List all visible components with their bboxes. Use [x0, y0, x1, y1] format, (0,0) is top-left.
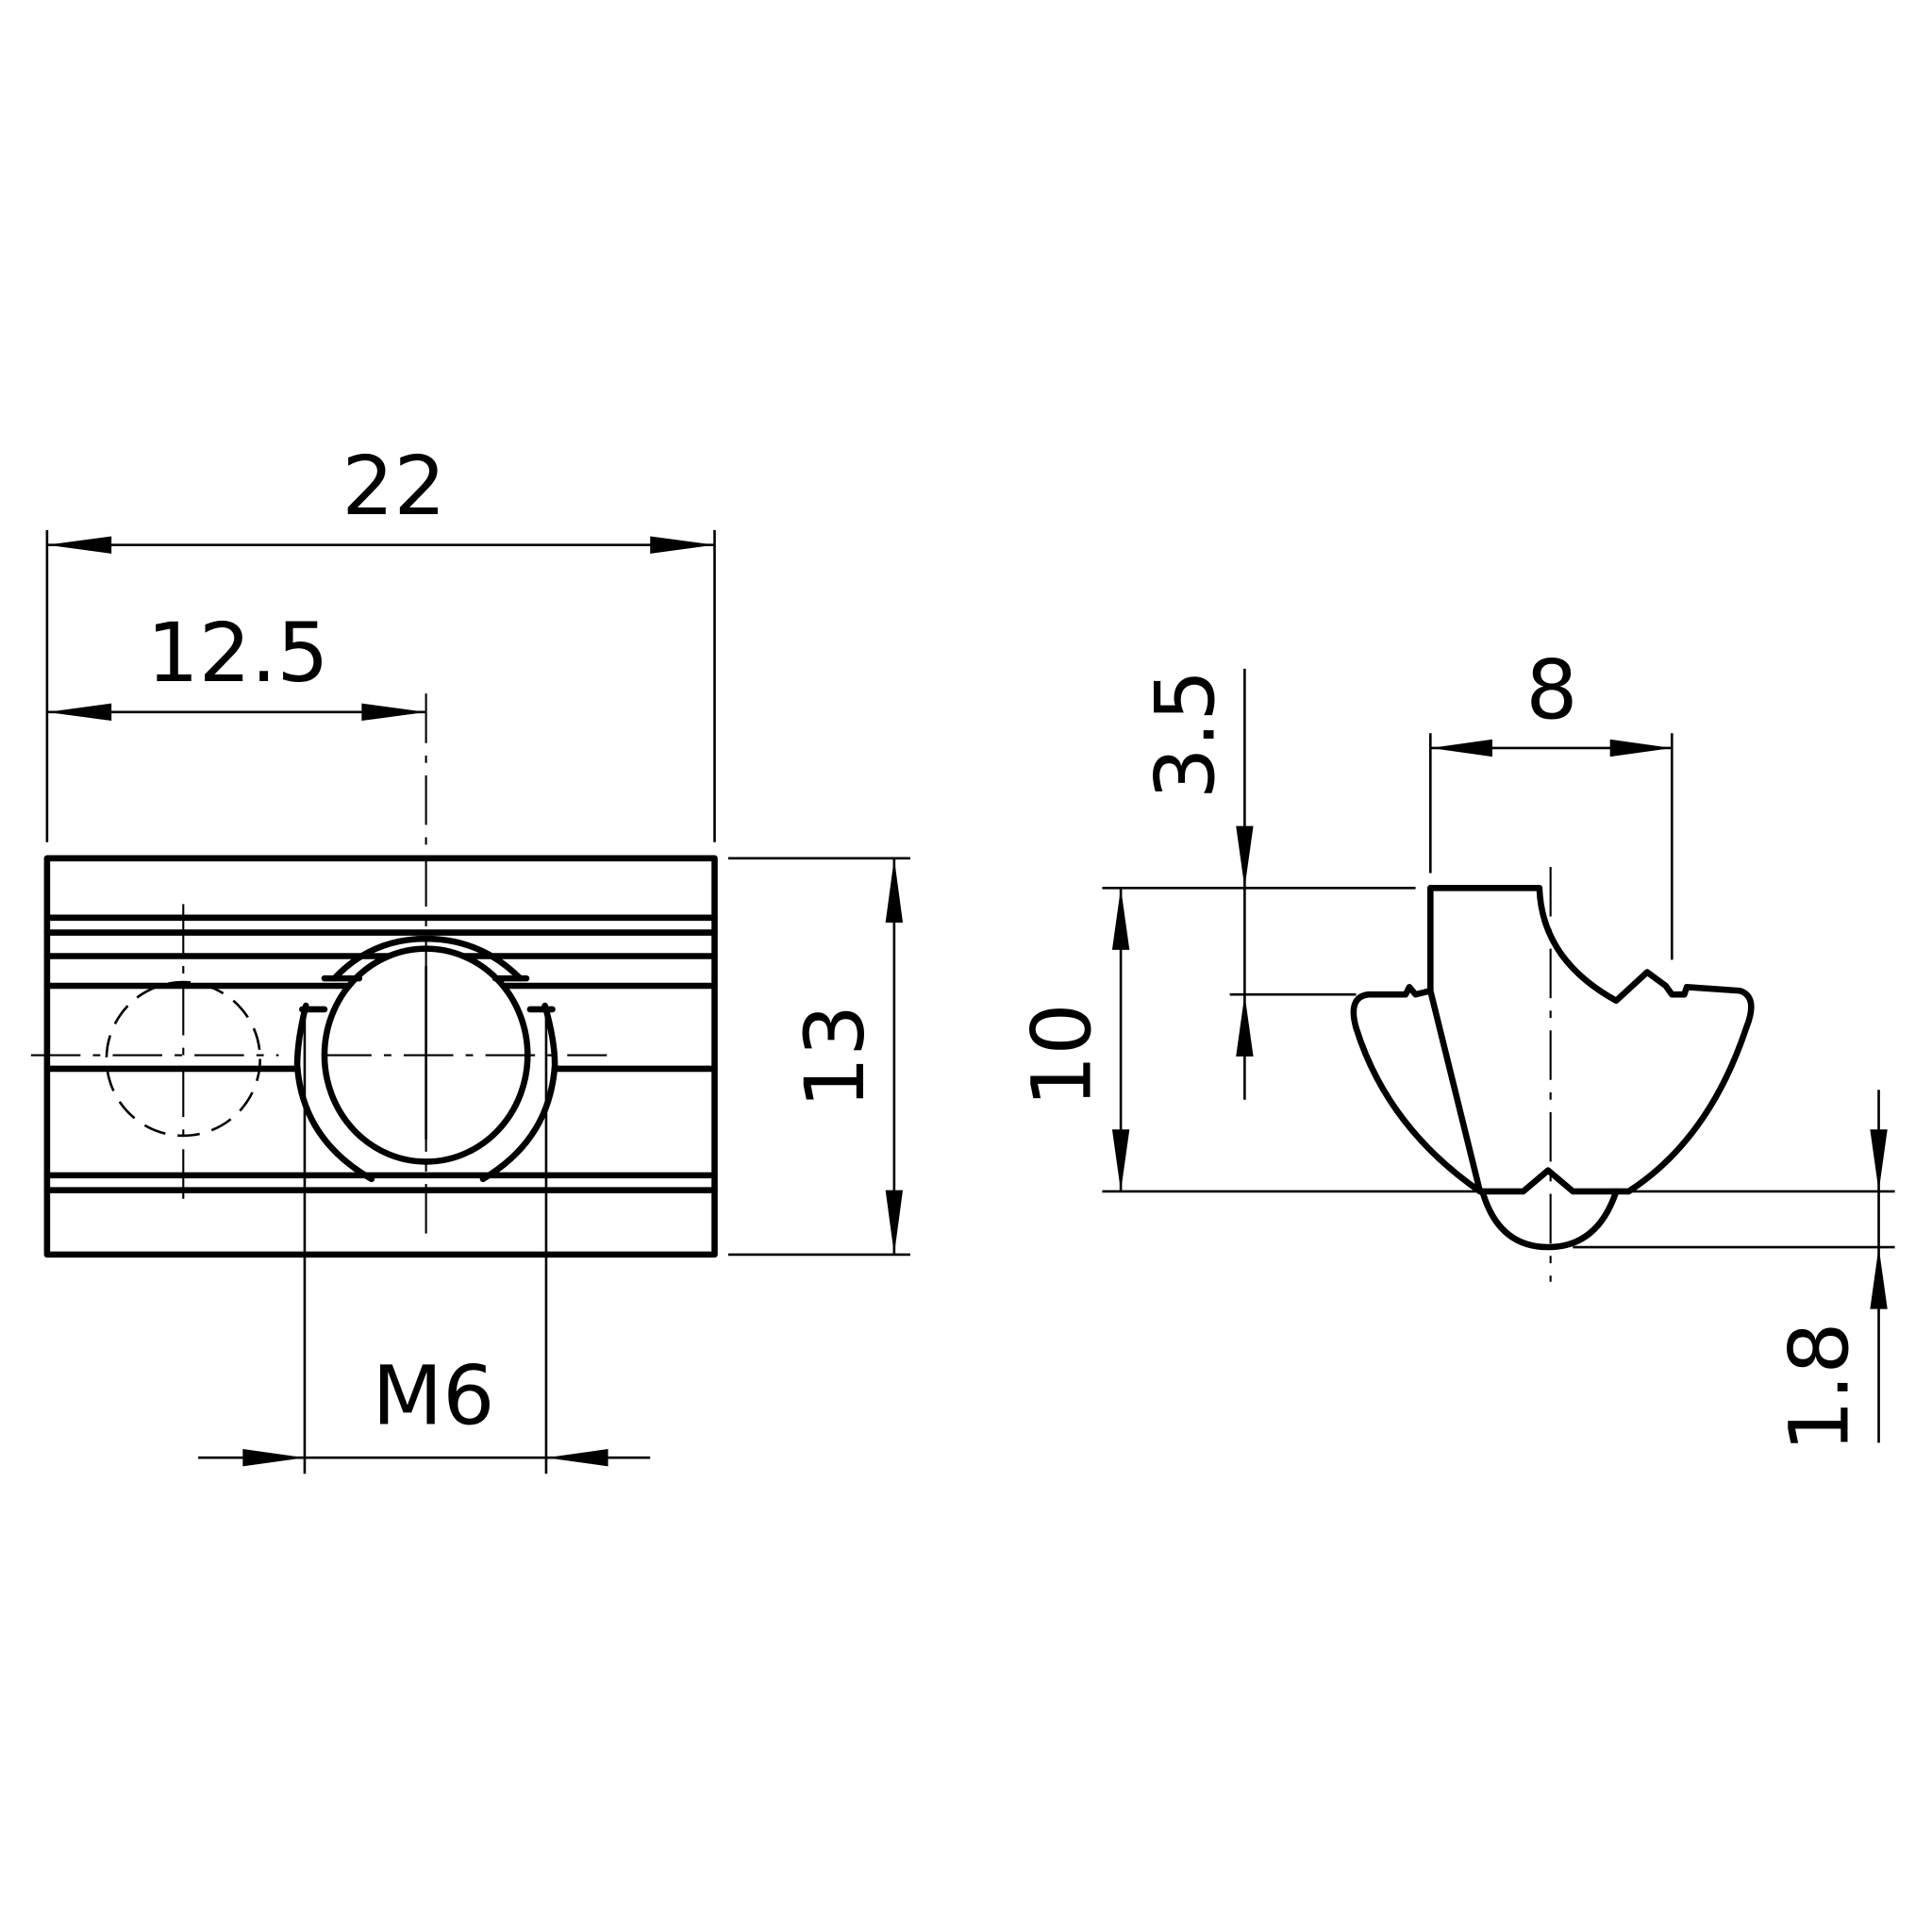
dimension-label: M6: [373, 1350, 495, 1444]
front-view: 22 12.5 13 M6: [30, 440, 910, 1474]
dimension-label: 13: [789, 1005, 883, 1108]
hidden-spring-ball: [30, 904, 279, 1208]
dimension-thread: M6: [198, 1350, 651, 1467]
dimension-head-height: 3.5: [1140, 668, 1254, 1100]
bump-top: [1476, 1167, 1632, 1195]
groove-lines: [43, 914, 718, 1193]
side-view: 8 3.5 10 1.8: [1015, 643, 1895, 1452]
dimension-bump-height: 1.8: [1774, 1090, 1888, 1452]
nut-body-outline: [43, 855, 718, 1258]
dimension-label: 22: [341, 440, 445, 534]
bump-outline: [1479, 1188, 1620, 1251]
dimension-label: 3.5: [1140, 670, 1234, 800]
dimension-height: 13: [789, 858, 904, 1255]
dimension-hole-offset: 12.5: [46, 607, 426, 722]
profile-outline: [1350, 885, 1755, 1195]
dimension-label: 8: [1525, 643, 1577, 738]
dimension-label: 10: [1015, 1003, 1109, 1107]
dimension-label: 12.5: [147, 607, 329, 701]
dimension-overall-length: 22: [46, 440, 715, 554]
threaded-hole: [293, 935, 608, 1183]
dimension-head-width: 8: [1430, 643, 1673, 758]
dimension-total-height: 10: [1015, 888, 1130, 1191]
dimension-label: 1.8: [1774, 1322, 1868, 1452]
